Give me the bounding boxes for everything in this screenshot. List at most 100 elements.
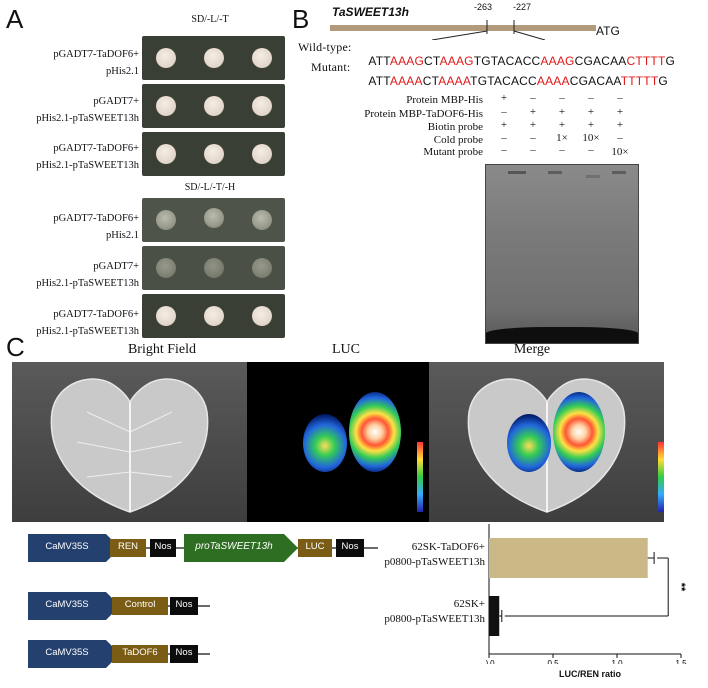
condition-label-1: SD/-L/-T	[191, 14, 229, 25]
significance-label: **	[675, 583, 687, 592]
condition-label-2: SD/-L/-T/-H	[184, 182, 236, 193]
zoom-line	[431, 30, 488, 40]
row-label-a1: pGADT7-TaDOF6+pHis2.1	[53, 49, 139, 77]
position-263: -263	[474, 2, 493, 12]
camv35s-label: CaMV35S	[45, 647, 89, 658]
x-tick-label: 1.5	[675, 659, 687, 664]
row-label-b2: pGADT7+pHis2.1-pTaSWEET13h	[36, 261, 139, 289]
emsa-gel	[485, 164, 639, 344]
bar-chart: 0.0 0.5 1.0 1.5 **	[486, 524, 687, 664]
bright-field-image	[12, 362, 247, 522]
emsa-mark: –	[501, 106, 507, 118]
mutant-label: Mutant:	[311, 60, 351, 74]
emsa-mark: –	[588, 144, 594, 156]
nos-label: Nos	[175, 599, 193, 610]
camv35s-promoter-arrow	[28, 534, 120, 562]
promoter-bar	[330, 25, 596, 31]
emsa-mark: –	[617, 132, 623, 144]
emsa-mark: 1×	[556, 132, 568, 144]
gel-band	[508, 171, 526, 174]
gene-name: TaSWEET13h	[332, 5, 409, 19]
nos-label: Nos	[175, 647, 193, 658]
tadof6-box	[112, 645, 168, 663]
emsa-mark: 10×	[611, 146, 629, 158]
nos-label: Nos	[154, 541, 172, 552]
emsa-mark: –	[588, 92, 594, 104]
camv35s-label: CaMV35S	[45, 541, 89, 552]
tadof6-label: TaDOF6	[122, 647, 158, 658]
emsa-mark: 10×	[582, 132, 600, 144]
ren-box	[110, 539, 146, 557]
image-title-luc: LUC	[332, 342, 360, 357]
bar	[489, 596, 500, 636]
row-label-b1: pGADT7-TaDOF6+pHis2.1	[53, 213, 139, 241]
yeast-plate	[142, 294, 285, 338]
yeast-plate	[142, 36, 285, 80]
emsa-mark: –	[530, 92, 536, 104]
emsa-mark: +	[587, 106, 595, 118]
yeast-plate	[142, 84, 285, 128]
merge-signal-left	[507, 414, 551, 472]
emsa-mark: +	[616, 119, 624, 131]
bar-category-label: 62SK+p0800-pTaSWEET13h	[384, 598, 485, 625]
emsa-mark: +	[558, 106, 566, 118]
atg-label: ATG	[596, 24, 620, 38]
promoter-diagram	[330, 20, 596, 40]
nos-label: Nos	[341, 541, 359, 552]
ren-label: REN	[117, 541, 139, 552]
nos-box	[336, 539, 364, 557]
merge-image	[429, 362, 664, 522]
emsa-mark: –	[501, 144, 507, 156]
emsa-mark: +	[529, 119, 537, 131]
nos-box	[170, 597, 198, 615]
emsa-mark: –	[501, 132, 507, 144]
bar-category-label: 62SK-TaDOF6+p0800-pTaSWEET13h	[384, 541, 485, 568]
x-tick-label: 1.0	[611, 659, 623, 664]
pro-tasweet13h-label: proTaSWEET13h	[195, 541, 273, 552]
emsa-mark: +	[558, 119, 566, 131]
mutant-sequence: ATTAAAACTAAAATGTACACCAAAACGACAATTTTTG	[368, 74, 668, 88]
yeast-plate	[142, 246, 285, 290]
nos-box	[150, 539, 176, 557]
panel-label-a: A	[6, 4, 24, 34]
emsa-label: Cold probe	[433, 134, 483, 146]
merge-signal-right	[553, 392, 605, 472]
position-227: -227	[513, 2, 532, 12]
emsa-mark: –	[559, 92, 565, 104]
emsa-label: Protein MBP-His	[406, 94, 483, 106]
x-tick-label: 0.5	[547, 659, 559, 664]
emsa-mark: +	[616, 106, 624, 118]
panel-label-c: C	[6, 332, 25, 362]
emsa-mark: +	[529, 106, 537, 118]
yeast-plate	[142, 132, 285, 176]
yeast-plate	[142, 198, 285, 242]
wildtype-sequence: ATTAAAGCTAAAGTGTACACCAAAGCGACAACTTTTG	[368, 54, 676, 68]
emsa-mark: –	[530, 144, 536, 156]
camv35s-promoter-arrow	[28, 592, 120, 620]
camv35s-label: CaMV35S	[45, 599, 89, 610]
luc-signal-right	[349, 392, 401, 472]
row-label-a3: pGADT7-TaDOF6+pHis2.1-pTaSWEET13h	[36, 143, 139, 171]
image-title-bright-field: Bright Field	[127, 342, 197, 357]
zoom-line	[513, 30, 546, 40]
emsa-mark: +	[587, 119, 595, 131]
leaf-image	[50, 378, 209, 513]
panel-label-b: B	[292, 4, 310, 34]
emsa-mark: –	[530, 132, 536, 144]
pro-tasweet13h-arrow	[184, 534, 298, 562]
luc-label: LUC	[305, 541, 325, 552]
x-tick-label: 0.0	[486, 659, 495, 664]
luc-box	[298, 539, 332, 557]
merge-scale-bar	[658, 442, 664, 512]
emsa-mark: +	[500, 92, 508, 104]
luc-scale-bar	[417, 442, 423, 512]
nos-box	[170, 645, 198, 663]
row-label-a2: pGADT7+pHis2.1-pTaSWEET13h	[36, 96, 139, 124]
wildtype-label: Wild-type:	[298, 40, 352, 54]
luc-image	[247, 362, 429, 522]
emsa-label: Biotin probe	[427, 121, 483, 133]
x-axis-label: LUC/REN ratio	[558, 669, 621, 679]
emsa-label: Mutant probe	[423, 146, 483, 158]
emsa-mark: +	[500, 119, 508, 131]
construct-diagram	[28, 534, 378, 668]
